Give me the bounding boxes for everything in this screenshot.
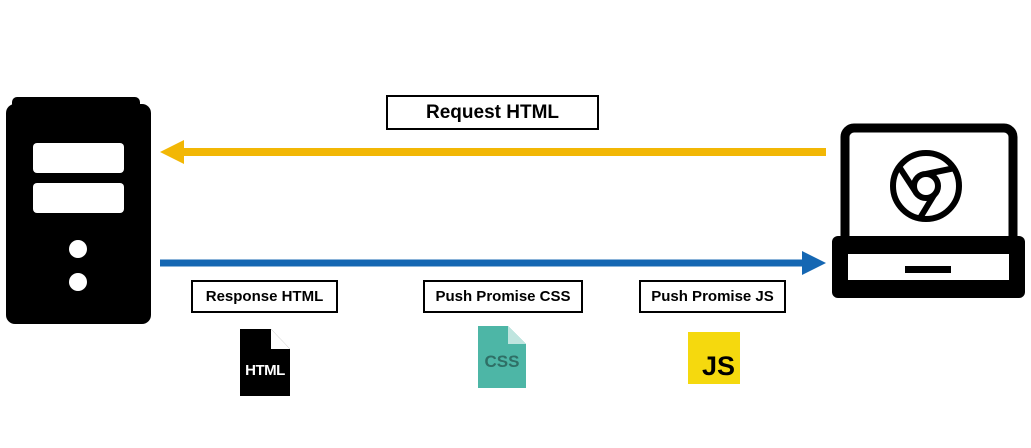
push-promise-css-label: Push Promise CSS — [423, 280, 583, 313]
push-promise-js-label: Push Promise JS — [639, 280, 786, 313]
response-arrow — [160, 251, 826, 275]
request-html-label: Request HTML — [386, 95, 599, 130]
css-file-icon — [478, 326, 526, 388]
html-file-text: HTML — [245, 361, 285, 379]
css-file-text: CSS — [484, 352, 520, 371]
javascript-logo-icon — [688, 332, 740, 384]
response-html-label: Response HTML — [191, 280, 338, 313]
js-logo-text: JS — [701, 350, 735, 381]
server-tower-icon — [6, 97, 151, 324]
chrome-logo-icon — [890, 150, 962, 222]
laptop-chrome-icon — [832, 123, 1025, 298]
html-file-icon — [240, 329, 290, 396]
request-arrow — [160, 140, 826, 164]
